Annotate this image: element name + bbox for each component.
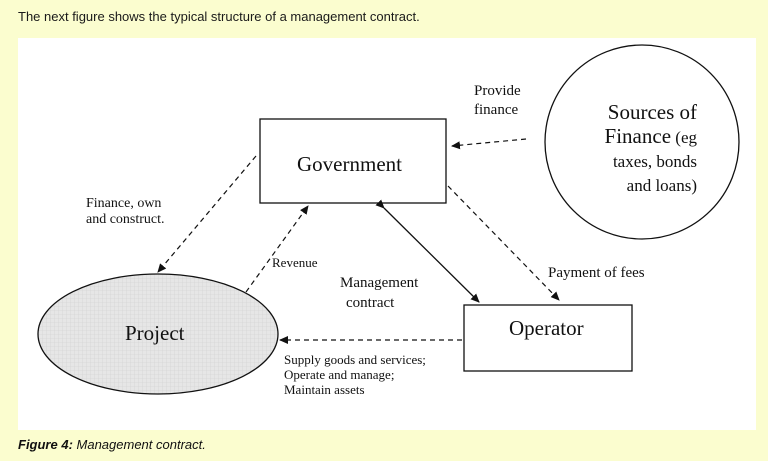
operator-box: [463, 304, 633, 372]
supply-goods-label: Supply goods and services; Operate and m…: [284, 352, 426, 397]
sources-of-finance-circle: [544, 44, 740, 240]
provide-finance-label: Provide finance: [474, 83, 521, 118]
diagram-figure: Government Operator Project Sources of F…: [18, 38, 756, 430]
sources-line-3: taxes, bonds: [612, 152, 697, 171]
edge-payment-of-fees: [447, 185, 560, 301]
figure-caption: Figure 4: Management contract.: [18, 437, 206, 452]
edge-finance-own-construct: [157, 155, 257, 273]
project-ellipse: [37, 273, 279, 395]
project-label: Project: [125, 321, 185, 345]
edge-revenue: [245, 205, 309, 293]
operator-label: Operator: [509, 316, 584, 340]
payment-of-fees-label: Payment of fees: [548, 265, 645, 281]
figure-caption-text: Management contract.: [72, 437, 206, 452]
finance-own-construct-label: Finance, own and construct.: [86, 196, 165, 227]
diagram-canvas: [37, 44, 740, 395]
intro-text: The next figure shows the typical struct…: [18, 9, 420, 24]
edge-management-contract: [375, 199, 480, 303]
revenue-label: Revenue: [272, 255, 318, 270]
figure-caption-label: Figure 4:: [18, 437, 73, 452]
government-box: [259, 118, 447, 204]
sources-of-finance-label: Sources of Finance (eg taxes, bonds and …: [584, 100, 697, 198]
sources-line-2: Finance (eg: [604, 124, 697, 148]
edge-provide-finance: [451, 138, 527, 150]
sources-line-4: and loans): [626, 176, 697, 195]
sources-line-1: Sources of: [607, 100, 697, 124]
government-label: Government: [297, 152, 402, 176]
management-contract-label: Management contract: [340, 275, 419, 311]
